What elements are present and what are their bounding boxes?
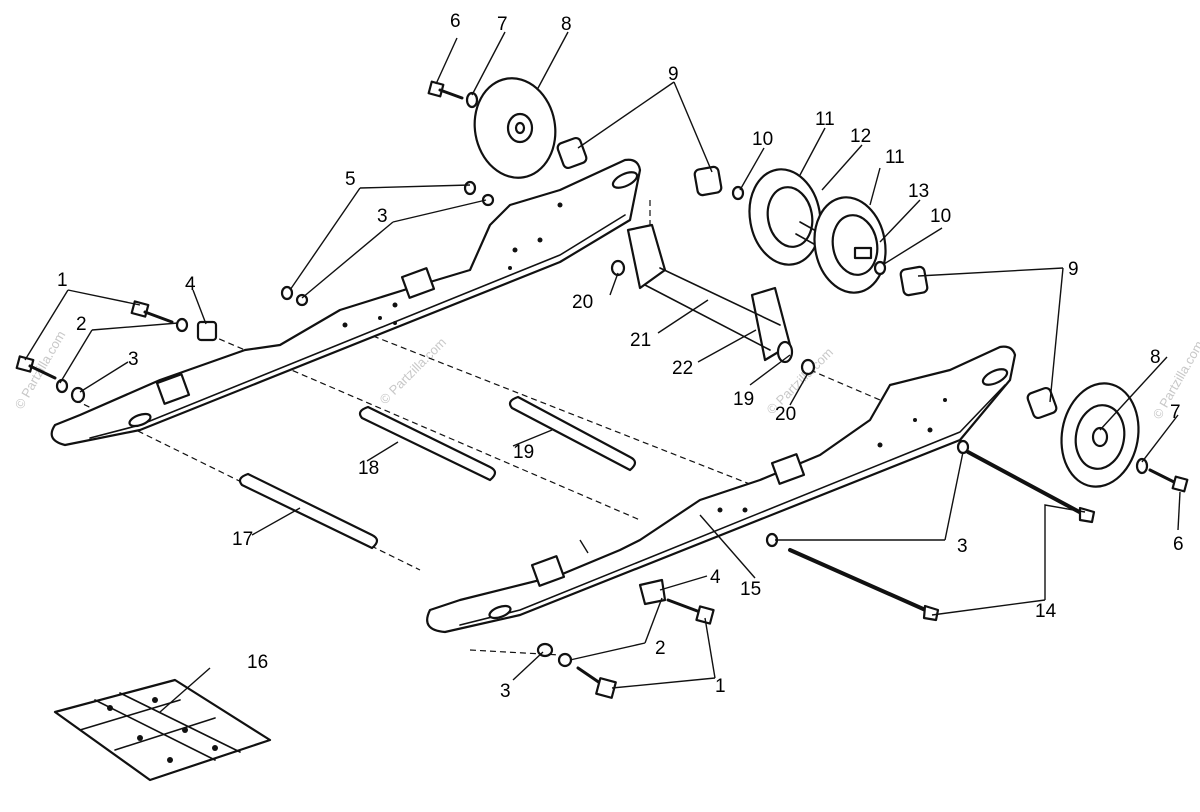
callout-9-lower: 9 — [1068, 259, 1079, 280]
callout-19-left: 19 — [513, 442, 534, 463]
callout-1-lower: 1 — [715, 676, 726, 697]
callout-labels: 1 1 2 2 3 3 3 3 4 4 5 6 6 7 7 8 8 9 9 10… — [57, 11, 1184, 702]
callout-3-right: 3 — [957, 536, 968, 557]
wheel-set — [693, 165, 1058, 420]
callout-21: 21 — [630, 330, 651, 351]
callout-2-upper: 2 — [76, 314, 87, 335]
callout-1-upper: 1 — [57, 270, 68, 291]
callout-8-lower: 8 — [1150, 347, 1161, 368]
callout-7-upper: 7 — [497, 14, 508, 35]
callout-22: 22 — [672, 358, 693, 379]
callout-13: 13 — [908, 181, 929, 202]
callout-6-lower: 6 — [1173, 534, 1184, 555]
callout-2-lower: 2 — [655, 638, 666, 659]
callout-19-right: 19 — [733, 389, 754, 410]
watermark-center: © Partzilla.com — [377, 335, 450, 408]
callout-3-left: 3 — [128, 349, 139, 370]
callout-20-right: 20 — [775, 404, 796, 425]
callout-14: 14 — [1035, 601, 1057, 622]
callout-15: 15 — [740, 579, 761, 600]
callout-4-upper: 4 — [185, 274, 196, 295]
callout-3-lower: 3 — [500, 681, 511, 702]
callout-16: 16 — [247, 652, 268, 673]
callout-11-upper: 11 — [815, 109, 835, 130]
callout-9-upper: 9 — [668, 64, 679, 85]
leader-lines — [24, 31, 1181, 713]
callout-10-upper: 10 — [752, 129, 773, 150]
callout-5: 5 — [345, 169, 356, 190]
callout-12: 12 — [850, 126, 871, 147]
slide-rail-upper — [50, 158, 642, 447]
track-section — [53, 678, 272, 782]
long-bolts — [788, 450, 1096, 622]
axle-bracket — [626, 223, 794, 364]
callout-3-upper: 3 — [377, 206, 388, 227]
callout-18: 18 — [358, 458, 379, 479]
fasteners — [15, 80, 1189, 699]
callout-17: 17 — [232, 529, 253, 550]
cross-shafts — [238, 395, 637, 550]
callout-8-upper: 8 — [561, 14, 572, 35]
callout-7-lower: 7 — [1170, 402, 1181, 423]
callout-10-lower: 10 — [930, 206, 951, 227]
callout-20-left: 20 — [572, 292, 593, 313]
callout-4-lower: 4 — [710, 567, 721, 588]
slide-rail-lower — [426, 345, 1017, 634]
callout-11-lower: 11 — [885, 147, 905, 168]
callout-6-upper: 6 — [450, 11, 461, 32]
idler-wheel-upper — [473, 77, 588, 179]
